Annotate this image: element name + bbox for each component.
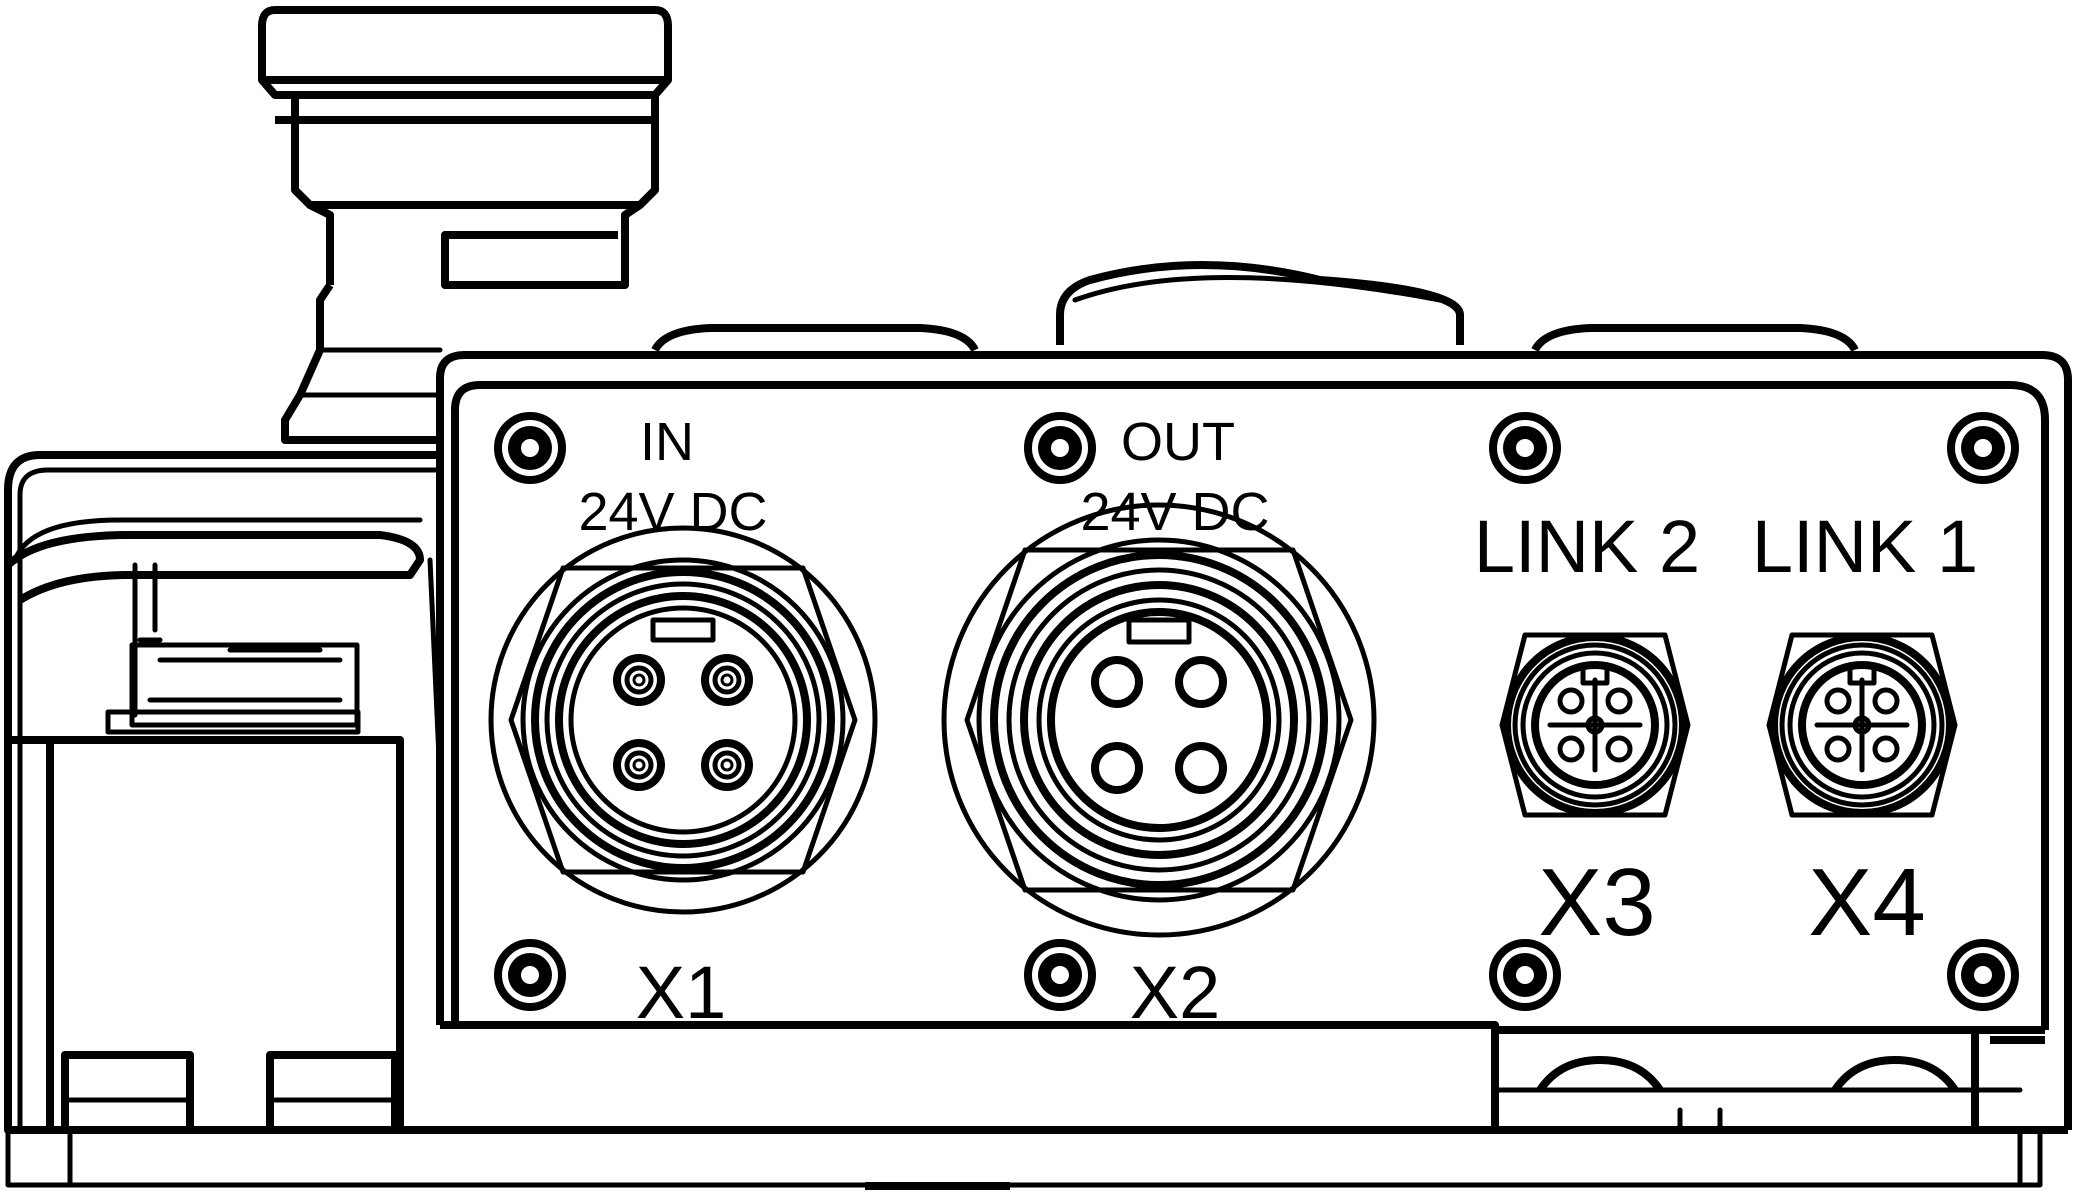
x3-top-label: LINK 2	[1474, 505, 1700, 588]
x1-id-label: X1	[636, 951, 727, 1034]
x2-id-label: X2	[1130, 951, 1221, 1034]
pin-icon	[613, 739, 665, 791]
screw-icon	[1947, 939, 2019, 1011]
cable-gland	[258, 6, 672, 444]
pin-icon	[613, 654, 665, 706]
connector-x1	[488, 525, 878, 915]
connector-x4	[1766, 632, 1958, 818]
screw-icon	[494, 412, 566, 484]
screw-icon	[1024, 412, 1096, 484]
connector-x3	[1499, 632, 1691, 818]
pin-icon	[1091, 656, 1143, 708]
x1-top-label: IN	[640, 412, 694, 472]
top-bumps	[651, 261, 1859, 353]
x3-id-label: X3	[1538, 849, 1655, 956]
screw-icon	[1489, 939, 1561, 1011]
left-side-module	[4, 451, 443, 1134]
x2-voltage-label: 24V DC	[1080, 482, 1269, 542]
labels: IN 24V DC X1 OUT 24V DC X2 LINK 2 X3 LIN…	[578, 412, 1978, 1034]
main-housing	[5, 351, 2072, 1190]
pin-icon	[1175, 742, 1227, 794]
x4-top-label: LINK 1	[1752, 505, 1978, 588]
pin-icon	[701, 739, 753, 791]
x2-top-label: OUT	[1121, 412, 1235, 472]
pin-icon	[1175, 656, 1227, 708]
x1-voltage-label: 24V DC	[578, 482, 767, 542]
screw-icon	[1024, 939, 1096, 1011]
screw-icon	[1489, 412, 1561, 484]
pin-icon	[1091, 742, 1143, 794]
x4-id-label: X4	[1808, 849, 1925, 956]
pin-icon	[701, 654, 753, 706]
screw-icon	[494, 939, 566, 1011]
screw-icon	[1947, 412, 2019, 484]
connector-x2	[941, 502, 1377, 938]
screws	[494, 412, 2019, 1011]
